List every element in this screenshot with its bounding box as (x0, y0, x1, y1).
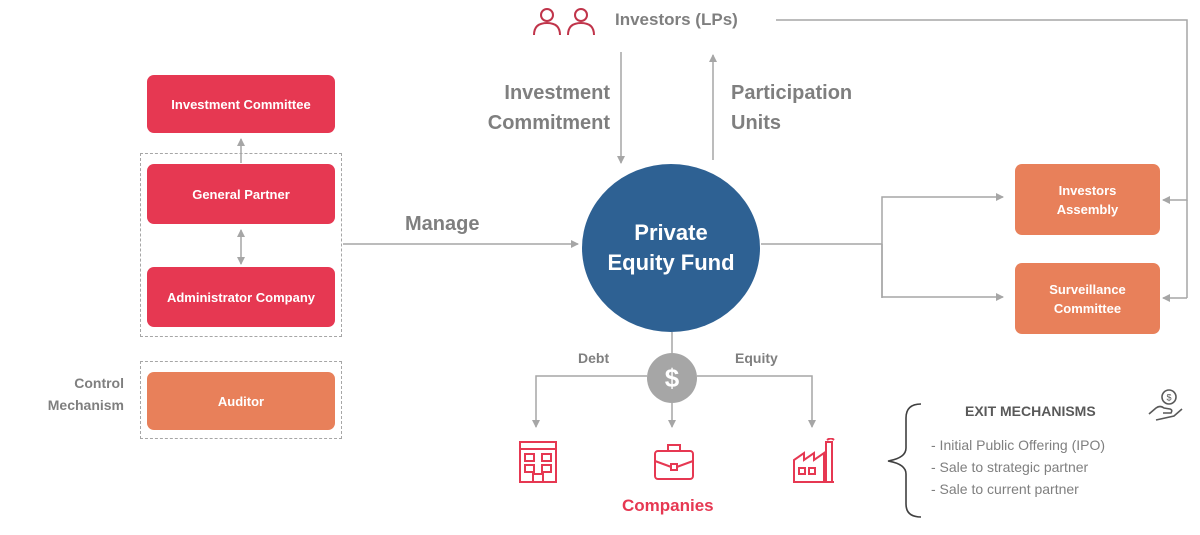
investors-label: Investors (LPs) (615, 10, 738, 29)
administrator-company-box: Administrator Company (147, 267, 335, 327)
control-label-line2: Mechanism (47, 397, 124, 413)
equity-label: Equity (735, 350, 778, 366)
hand-coin-icon: $ (1146, 388, 1186, 429)
office-building-icon (517, 440, 559, 489)
gp-admin-group (140, 153, 342, 337)
participation-label-line2: Units (731, 112, 781, 134)
exit-item-current: - Sale to current partner (931, 481, 1079, 497)
assembly-arrow (881, 193, 1004, 298)
auditor-box: Auditor (147, 372, 335, 430)
assembly-line1: Investors (1058, 182, 1117, 198)
surveillance-arrow (881, 244, 1004, 301)
exit-item-ipo: - Initial Public Offering (IPO) (931, 437, 1106, 453)
surveillance-line2: Committee (1053, 300, 1122, 316)
fund-line2: Equity Fund (607, 250, 735, 275)
briefcase-icon (653, 441, 695, 486)
investment-label-line1: Investment (504, 82, 610, 104)
fund-line1: Private (634, 220, 708, 245)
debt-arrow (532, 375, 647, 428)
surveillance-committee-box: Surveillance Committee (1015, 263, 1160, 334)
control-mechanism-label: Control Mechanism (20, 372, 124, 416)
investment-label-line2: Commitment (487, 112, 610, 134)
svg-text:$: $ (1166, 393, 1171, 403)
investors-right-connector (776, 19, 1188, 204)
investors-assembly-box: Investors Assembly (1015, 164, 1160, 235)
exit-item-strategic: - Sale to strategic partner (931, 459, 1089, 475)
auditor-group (140, 361, 342, 439)
investment-committee-box: Investment Committee (147, 75, 335, 133)
investment-commitment-label: Investment Commitment (474, 78, 610, 138)
participation-label-line1: Participation (731, 82, 853, 104)
companies-label: Companies (622, 496, 714, 515)
surveillance-line1: Surveillance (1049, 281, 1126, 297)
exit-mechanisms-title: EXIT MECHANISMS (965, 403, 1096, 419)
control-label-line1: Control (74, 375, 124, 391)
exit-brace (887, 403, 922, 518)
people-icon (531, 6, 601, 41)
assembly-line2: Assembly (1056, 201, 1119, 217)
private-equity-fund-node: Private Equity Fund (582, 164, 760, 332)
manage-label: Manage (405, 213, 480, 235)
general-partner-box: General Partner (147, 164, 335, 224)
factory-icon (791, 437, 837, 489)
debt-label: Debt (578, 350, 610, 366)
equity-arrow (697, 375, 816, 428)
dollar-coin-icon: $ (647, 353, 697, 403)
participation-units-label: Participation Units (731, 78, 852, 138)
